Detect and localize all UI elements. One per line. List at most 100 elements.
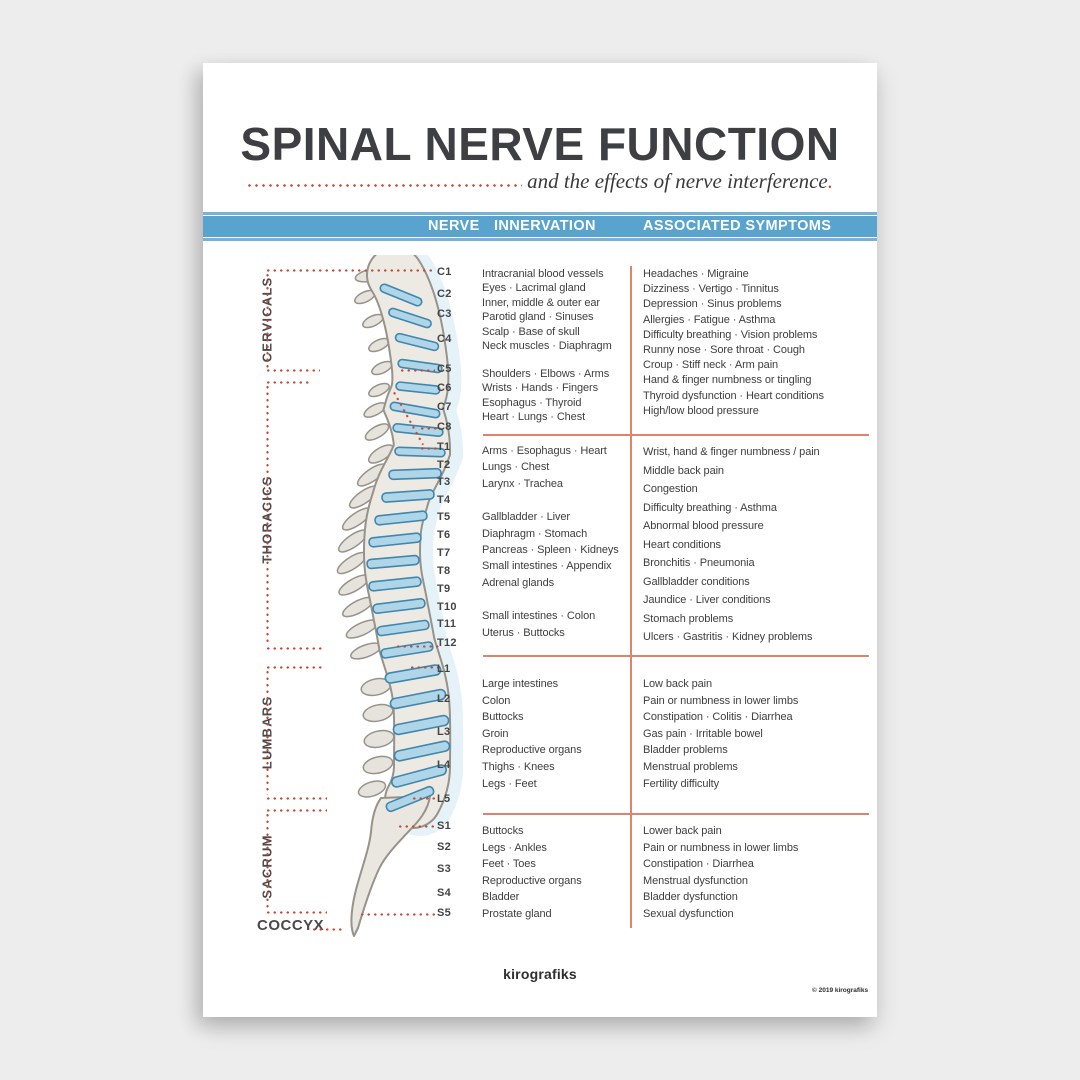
table-header-bar <box>203 212 877 241</box>
innervation-line: Bladder <box>482 891 520 903</box>
section-divider-lumbar-sacral <box>483 813 869 815</box>
vertebral-processes <box>336 267 395 798</box>
innervation-line: Eyes · Lacrimal gland <box>482 282 586 295</box>
innervation-line: Wrists · Hands · Fingers <box>482 382 598 395</box>
thoracic-innervation-list: Arms · Esophagus · Heart Lungs · Chest L… <box>482 443 619 641</box>
subtitle-dotted-line <box>246 183 522 188</box>
column-header-innervation: INNERVATION <box>494 218 596 234</box>
innervation-line: Buttocks <box>482 711 524 724</box>
nerve-label-l5: L5 <box>437 793 451 805</box>
lumbar-symptoms-list: Low back pain Pain or numbness in lower … <box>643 676 798 792</box>
innervation-line: Neck muscles · Diaphragm <box>482 340 612 353</box>
dotted-stub-t1 <box>419 446 437 451</box>
nerve-label-t12: T12 <box>437 637 457 649</box>
sacral-innervation-list: Buttocks Legs · Ankles Feet · Toes Repro… <box>482 823 582 922</box>
dotted-stub-sacrum-top <box>265 808 327 813</box>
symptom-line: Bronchitis · Pneumonia <box>643 557 755 570</box>
sacrum-shape <box>350 795 431 937</box>
innervation-line: Larynx · Trachea <box>482 477 563 490</box>
symptom-line: Thyroid dysfunction · Heart conditions <box>643 389 824 402</box>
brand-logo-text: kirografiks <box>503 966 577 982</box>
innervation-line: Feet · Toes <box>482 858 536 870</box>
innervation-line: Buttocks <box>482 825 524 837</box>
nerve-label-c6: C6 <box>437 382 452 394</box>
region-label-coccyx: COCCYX <box>257 917 325 934</box>
symptom-line: Bladder dysfunction <box>643 891 738 903</box>
dotted-bracket-cervical <box>265 272 270 370</box>
section-divider-thoracic-lumbar <box>483 655 869 657</box>
symptom-line: Congestion <box>643 483 698 496</box>
dotted-leader-s1 <box>397 824 435 829</box>
symptom-line: Allergies · Fatigue · Asthma <box>643 313 776 326</box>
symptom-line: Lower back pain <box>643 825 722 837</box>
dotted-leader-c1 <box>265 268 433 273</box>
dotted-leader-c5 <box>399 368 435 373</box>
innervation-line: Small intestines · Appendix <box>482 560 612 573</box>
innervation-line: Intracranial blood vessels <box>482 268 604 280</box>
symptom-line: Sexual dysfunction <box>643 907 734 920</box>
nerve-label-s2: S2 <box>437 841 452 853</box>
symptom-line: Difficulty breathing · Vision problems <box>643 328 818 341</box>
innervation-line: Uterus · Buttocks <box>482 626 565 639</box>
innervation-line: Reproductive organs <box>482 744 582 757</box>
nerve-label-l2: L2 <box>437 693 451 705</box>
nerve-label-l1: L1 <box>437 663 451 675</box>
column-header-symptoms: ASSOCIATED SYMPTOMS <box>643 218 832 234</box>
innervation-line: Large intestines <box>482 678 559 690</box>
nerve-label-c7: C7 <box>437 401 452 413</box>
dotted-stub-thoracic-bottom <box>265 646 323 651</box>
symptom-line: Menstrual dysfunction <box>643 874 748 887</box>
symptom-line: Constipation · Colitis · Diarrhea <box>643 711 793 724</box>
symptom-line: Pain or numbness in lower limbs <box>643 841 799 854</box>
nerve-label-t9: T9 <box>437 583 451 595</box>
innervation-line: Heart · Lungs · Chest <box>482 410 586 423</box>
nerve-label-l3: L3 <box>437 726 451 738</box>
nerve-label-t4: T4 <box>437 494 451 506</box>
symptom-line: Runny nose · Sore throat · Cough <box>643 343 805 356</box>
innervation-line: Shoulders · Elbows · Arms <box>482 367 610 380</box>
nerve-label-t10: T10 <box>437 601 457 613</box>
dotted-bracket-thoracic <box>265 384 270 646</box>
nerve-label-t3: T3 <box>437 476 451 488</box>
symptom-line: Constipation · Diarrhea <box>643 858 754 870</box>
symptom-line: Pain or numbness in lower limbs <box>643 694 799 707</box>
symptom-line: Abnormal blood pressure <box>643 520 764 533</box>
dotted-leader-l5 <box>411 796 439 801</box>
innervation-line: Diaphragm · Stomach <box>482 527 588 540</box>
symptom-line: Difficulty breathing · Asthma <box>643 501 777 514</box>
nerve-label-s3: S3 <box>437 863 452 875</box>
innervation-line: Parotid gland · Sinuses <box>482 311 594 324</box>
innervation-line: Adrenal glands <box>482 576 554 589</box>
nerve-label-c5: C5 <box>437 363 452 375</box>
innervation-line: Gallbladder · Liver <box>482 511 570 524</box>
innervation-line: Legs · Feet <box>482 777 537 790</box>
subtitle-text: and the effects of nerve interference <box>527 169 828 193</box>
poster: SPINAL NERVE FUNCTION and the effects of… <box>203 63 877 1017</box>
sacral-symptoms-list: Lower back pain Pain or numbness in lowe… <box>643 823 798 922</box>
dotted-leader-l1 <box>409 665 439 670</box>
symptom-line: Hand & finger numbness or tingling <box>643 374 812 387</box>
thoracic-symptoms-list: Wrist, hand & finger numbness / pain Mid… <box>643 443 820 647</box>
poster-title: SPINAL NERVE FUNCTION <box>240 118 840 170</box>
spacer <box>482 591 619 608</box>
nerve-label-c2: C2 <box>437 288 452 300</box>
symptom-line: Gallbladder conditions <box>643 575 750 588</box>
innervation-line: Legs · Ankles <box>482 841 547 854</box>
symptom-line: Headaches · Migraine <box>643 268 749 280</box>
innervation-line: Pancreas · Spleen · Kidneys <box>482 543 619 556</box>
symptom-line: Jaundice · Liver conditions <box>643 594 771 607</box>
nerve-label-t2: T2 <box>437 459 451 471</box>
nerve-label-t1: T1 <box>437 441 451 453</box>
symptom-line: High/low blood pressure <box>643 404 759 417</box>
dotted-stub-c8 <box>419 426 437 431</box>
dotted-stub-thoracic-top <box>265 380 311 385</box>
nerve-label-s4: S4 <box>437 887 452 899</box>
subtitle-period: . <box>827 169 833 193</box>
symptom-line: Heart conditions <box>643 538 721 551</box>
nerve-label-t11: T11 <box>437 618 457 630</box>
nerve-label-c1: C1 <box>437 266 452 278</box>
symptom-line: Croup · Stiff neck · Arm pain <box>643 359 779 372</box>
innervation-line: Prostate gland <box>482 907 552 920</box>
dotted-stub-lumbar-top <box>265 665 323 670</box>
